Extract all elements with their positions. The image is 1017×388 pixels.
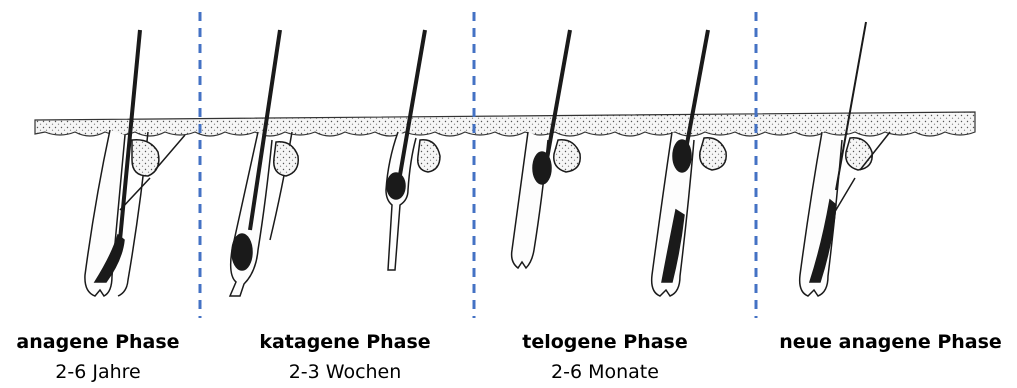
phase-duration-katagen: 2-3 Wochen <box>250 361 440 383</box>
follicle-new-anagen <box>800 22 890 296</box>
phase-label-anagen: anagene Phase <box>8 331 188 353</box>
skin-surface <box>35 112 975 136</box>
follicle-catagen <box>230 30 440 296</box>
phase-label-telogen: telogene Phase <box>510 331 700 353</box>
phase-duration-telogen: 2-6 Monate <box>510 361 700 383</box>
follicle-anagen <box>85 30 185 296</box>
follicle-telogen <box>512 30 727 296</box>
phase-label-katagen: katagene Phase <box>250 331 440 353</box>
phase-duration-anagen: 2-6 Jahre <box>8 361 188 383</box>
phase-label-new-anagen: neue anagene Phase <box>768 331 1013 353</box>
hair-cycle-diagram <box>0 0 1017 320</box>
